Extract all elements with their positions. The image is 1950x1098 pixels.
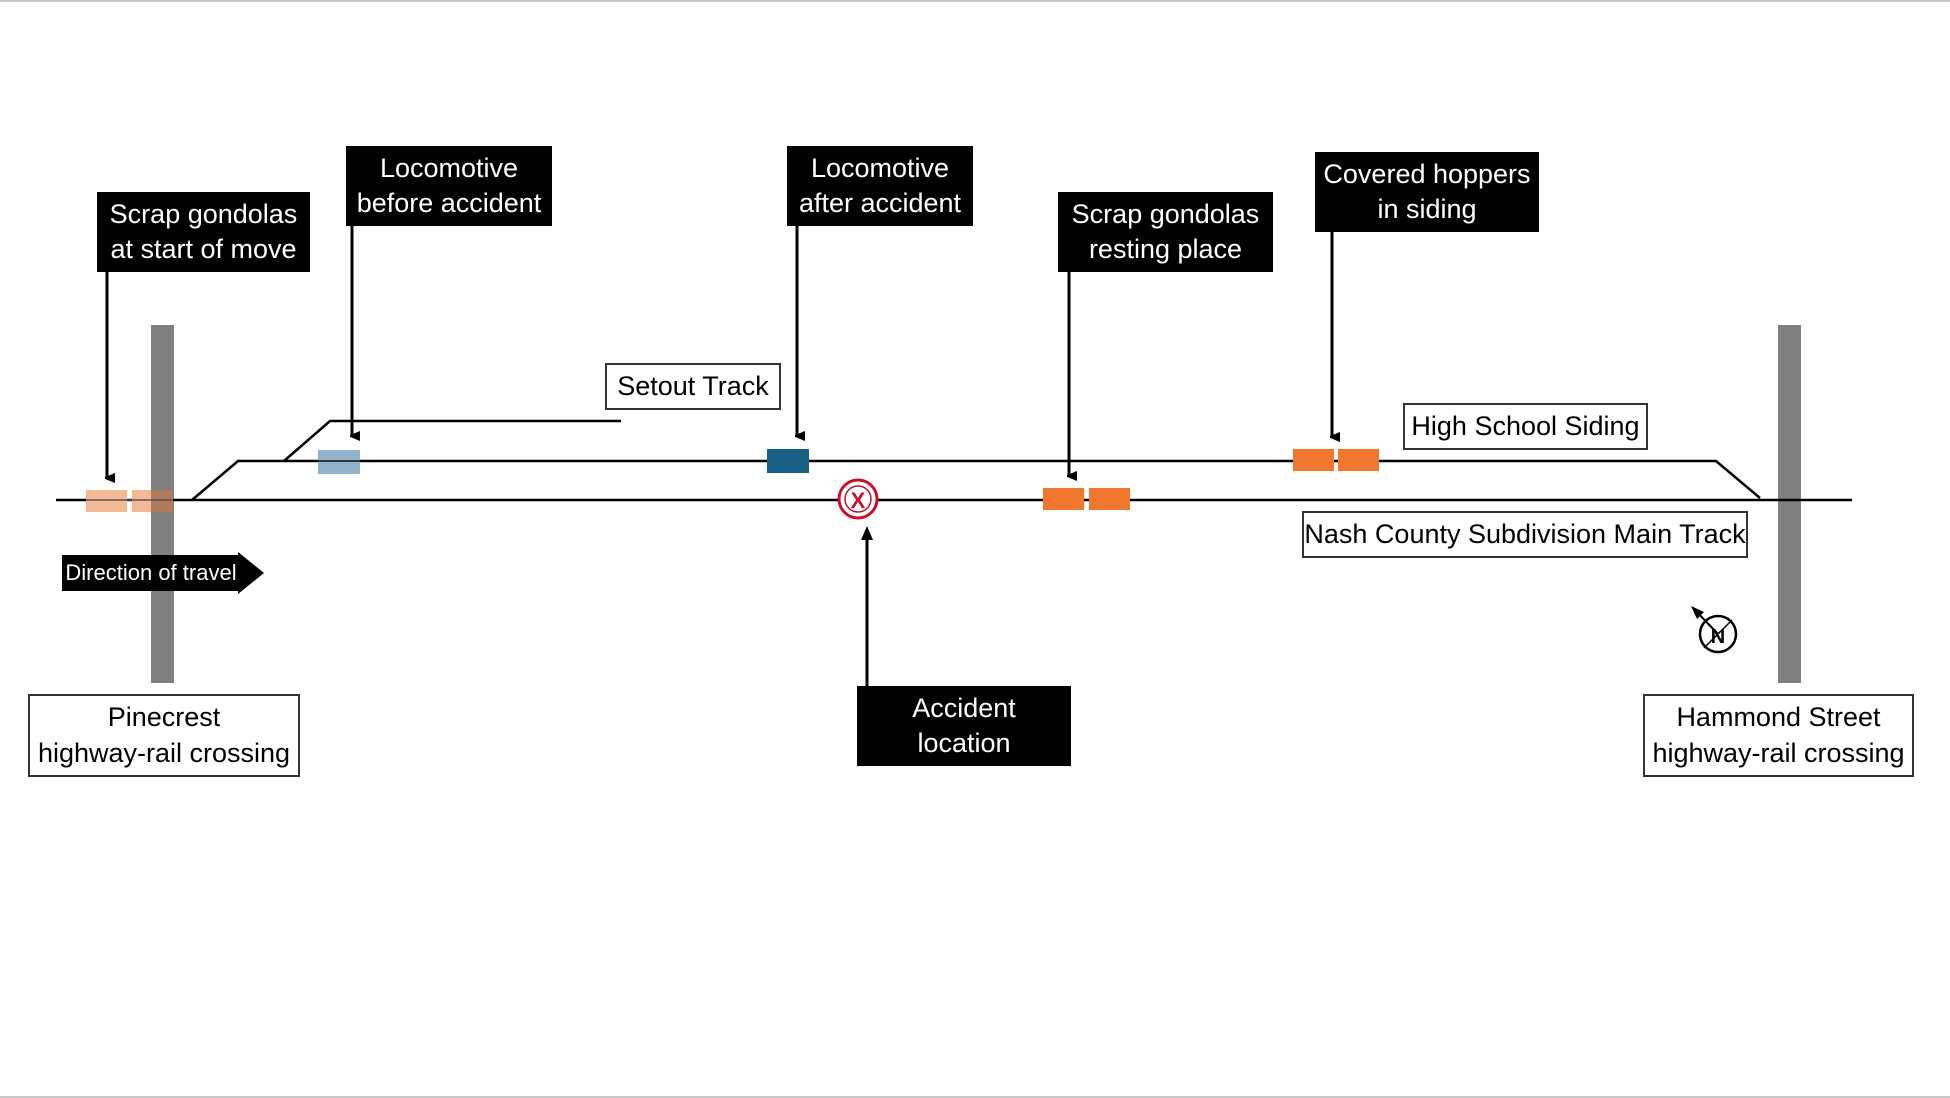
arrow-right-icon <box>238 552 264 594</box>
siding-track-line <box>191 459 1761 501</box>
gondola-overlap <box>151 490 173 512</box>
north-arrow-icon: N <box>1691 606 1738 654</box>
direction-label: Direction of travel <box>62 555 240 591</box>
gondola-car <box>86 490 127 512</box>
x-circle-icon: X <box>837 478 879 520</box>
label-setout-track: Setout Track <box>605 363 781 410</box>
setout-track-line <box>283 419 621 462</box>
hammond-crossing <box>1778 325 1801 683</box>
svg-text:X: X <box>851 488 866 513</box>
label-main-track: Nash County Subdivision Main Track <box>1302 511 1748 558</box>
label-high-school-siding: High School Siding <box>1403 403 1648 450</box>
direction-of-travel-arrow: Direction of travel <box>62 552 264 594</box>
hopper-car <box>1338 449 1379 471</box>
compass-letter: N <box>1711 626 1725 648</box>
locomotive-after <box>767 449 809 473</box>
gondola-resting-car <box>1043 488 1084 510</box>
gondola-resting-car <box>1089 488 1130 510</box>
gondolas-start-group <box>86 490 173 512</box>
hopper-car <box>1293 449 1334 471</box>
